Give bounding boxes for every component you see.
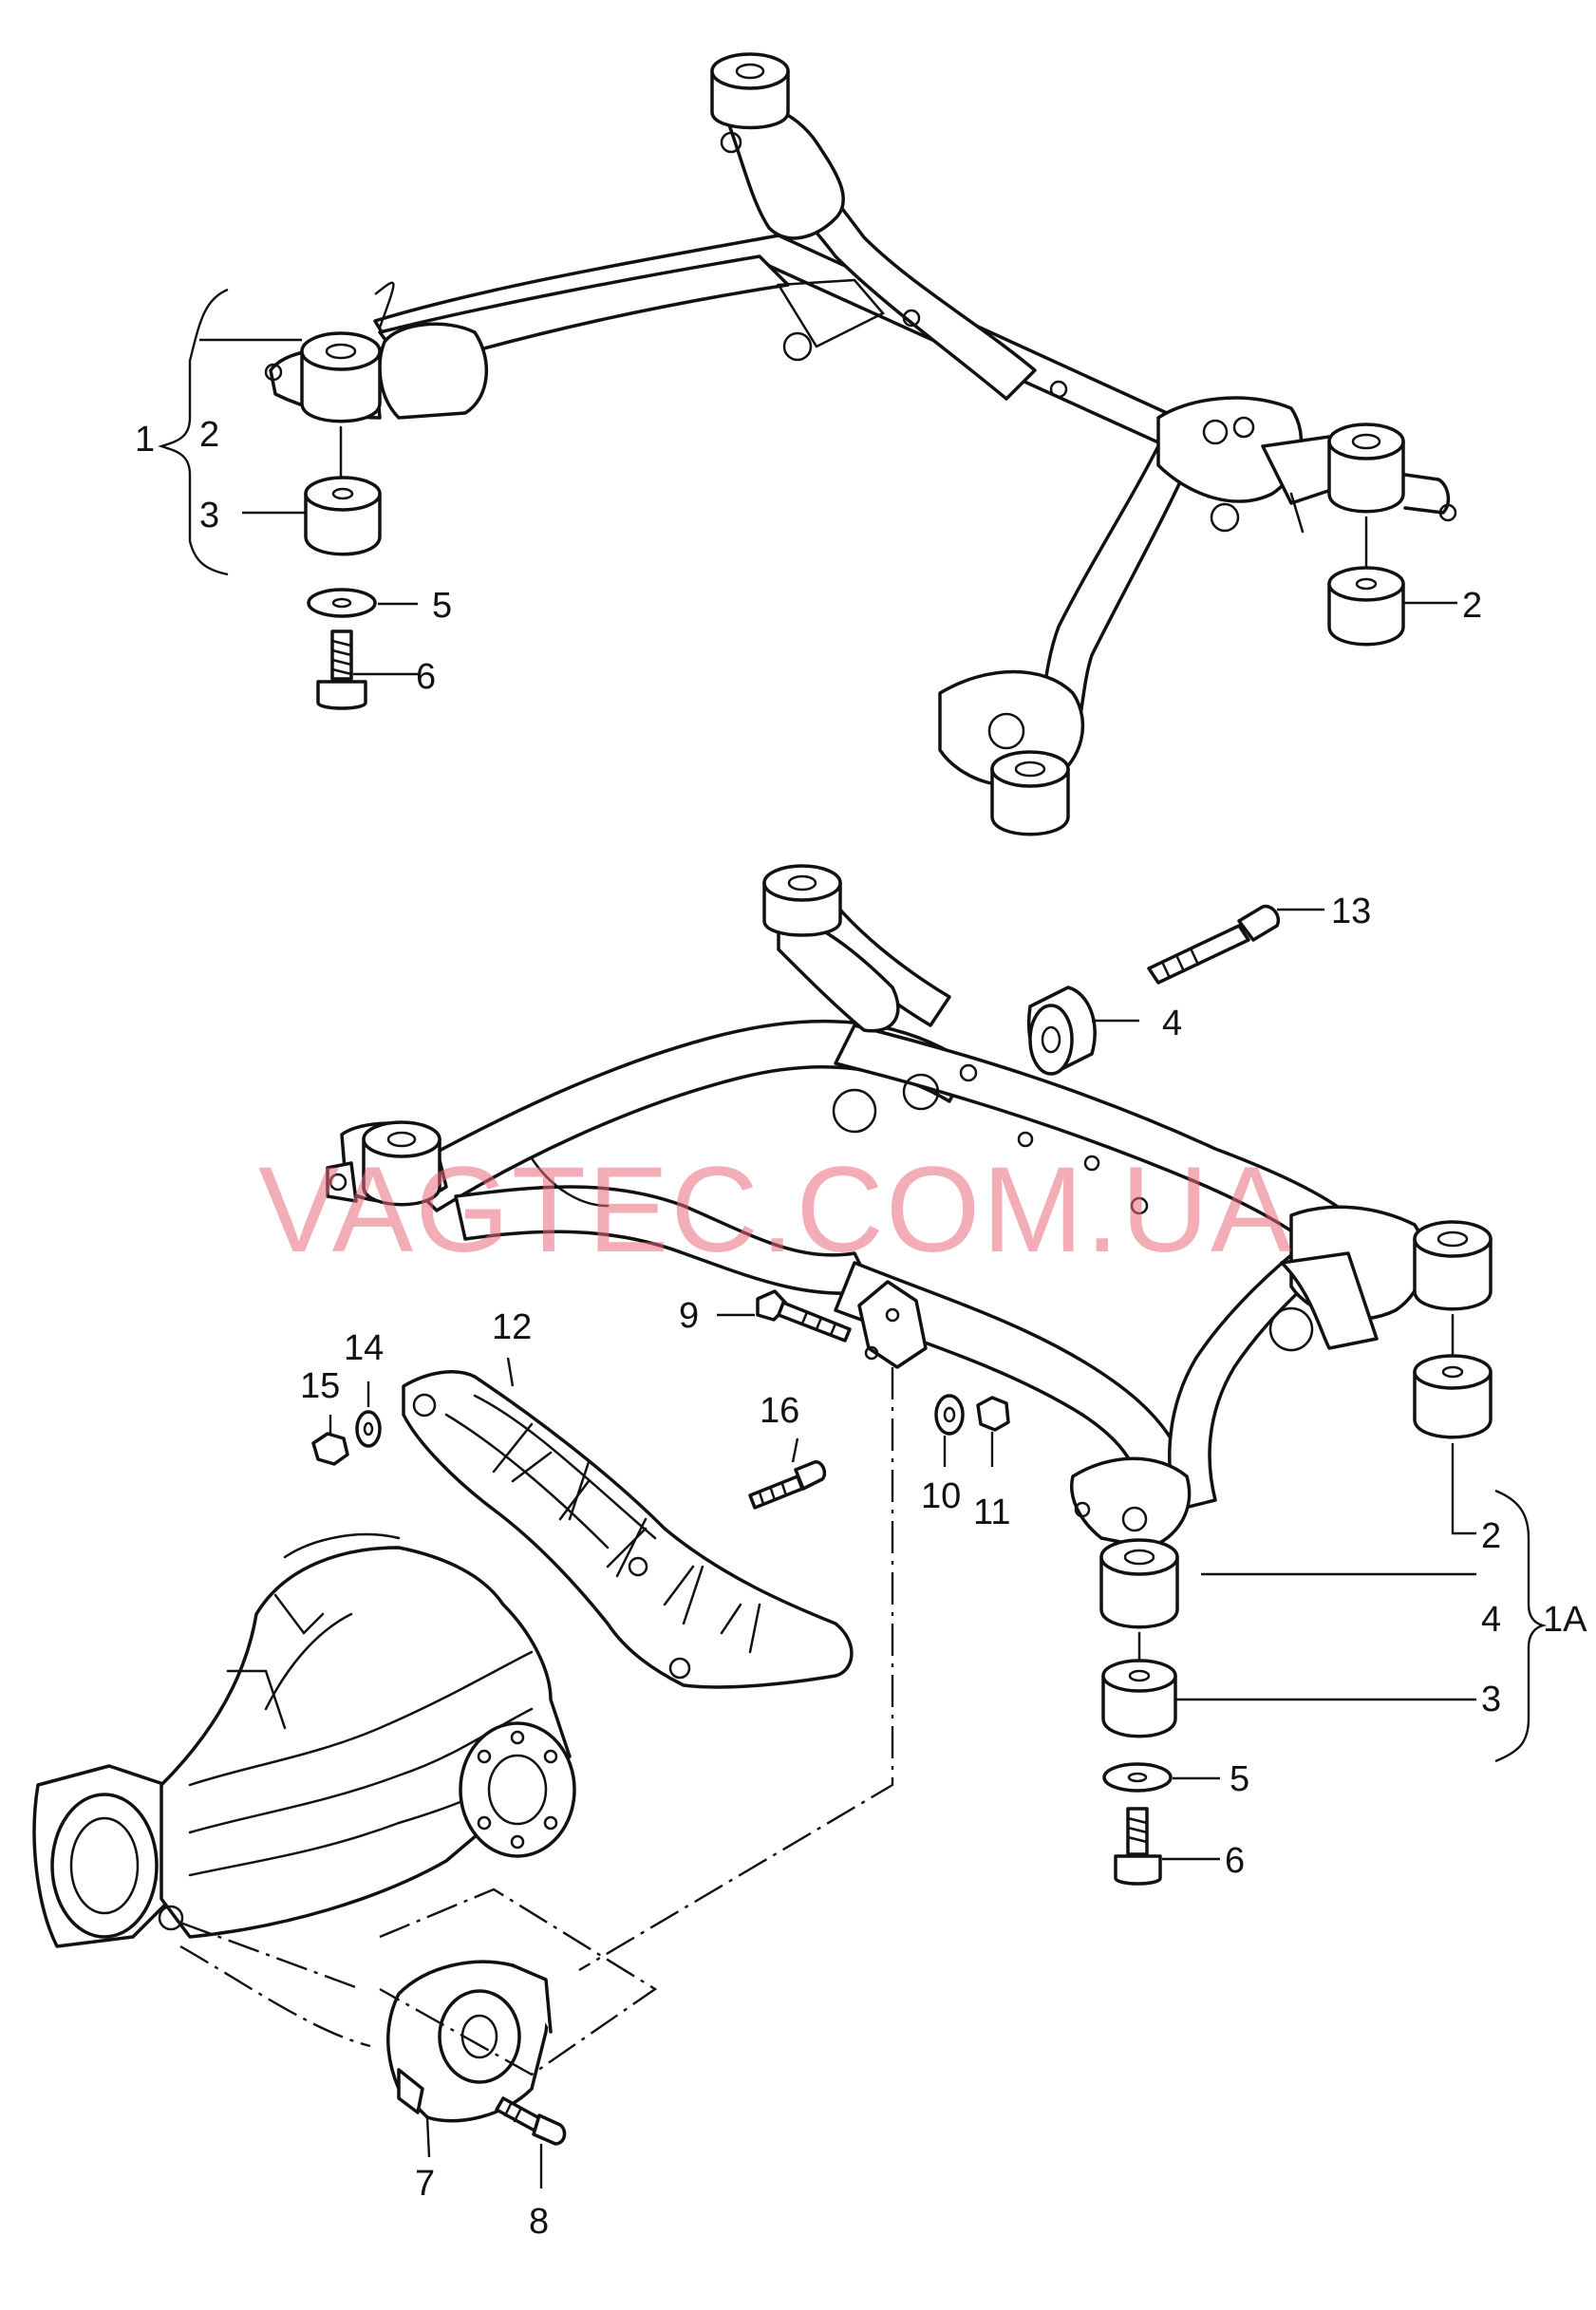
bolt-13 (1147, 904, 1280, 985)
callout-2-top-left: 2 (199, 415, 219, 455)
subframe-top (264, 100, 1350, 788)
callout-11: 11 (973, 1493, 1010, 1532)
bushing-top-right (1327, 423, 1457, 522)
callout-10: 10 (921, 1476, 961, 1516)
washer-5-bottom (1102, 1762, 1173, 1793)
bolt-6-top (316, 629, 367, 710)
bushing-top-back (710, 52, 790, 130)
mount-7 (386, 1960, 553, 2123)
callout-16: 16 (760, 1391, 799, 1431)
nut-11 (976, 1396, 1010, 1432)
bushing-top-front (990, 750, 1070, 836)
bracket-12 (402, 1370, 854, 1689)
leader-lines (158, 281, 1548, 2188)
bolt-16 (748, 1460, 827, 1510)
callout-7: 7 (415, 2164, 435, 2204)
callout-5-bottom: 5 (1230, 1759, 1249, 1799)
callout-3-top: 3 (199, 496, 219, 535)
callout-2-bottom: 2 (1481, 1516, 1501, 1556)
callout-6-bottom: 6 (1225, 1841, 1245, 1881)
bushing-bottom-right (1413, 1220, 1493, 1311)
assembly-lines (179, 1367, 894, 2076)
watermark-text: VAGTEC.COM.UA (258, 1142, 1293, 1278)
callout-labels: 1 2 3 5 6 2 13 4 9 12 14 15 16 10 11 2 4… (135, 415, 1587, 2242)
rubber-bushing-3-top (304, 425, 382, 556)
final-drive-housing (32, 1532, 576, 1948)
nut-15 (311, 1432, 349, 1466)
callout-4-assembly: 4 (1481, 1600, 1501, 1640)
callout-1: 1 (135, 420, 155, 460)
bushing-4 (1027, 986, 1097, 1076)
washer-10 (934, 1394, 965, 1436)
callout-4-bushing: 4 (1162, 1004, 1182, 1043)
bolt-9 (756, 1289, 852, 1343)
bushing-bottom-left (362, 1120, 441, 1207)
callout-1A: 1A (1543, 1600, 1587, 1640)
callout-3-bottom: 3 (1481, 1680, 1501, 1719)
callout-8: 8 (529, 2202, 549, 2242)
rubber-bushing-2-right-bottom (1413, 1313, 1493, 1439)
washer-14 (355, 1410, 382, 1448)
bolt-8 (495, 2096, 567, 2146)
rubber-bushing-3-bottom (1101, 1631, 1177, 1738)
callout-13: 13 (1331, 892, 1371, 931)
callout-12: 12 (492, 1307, 532, 1347)
bolt-6-bottom (1114, 1807, 1162, 1886)
callout-6-top: 6 (416, 657, 436, 697)
bushing-top-left (300, 331, 382, 423)
subframe-bottom (326, 891, 1427, 1549)
callout-2-top-right: 2 (1462, 586, 1482, 626)
callout-5-top: 5 (432, 586, 452, 626)
callout-9: 9 (679, 1296, 699, 1336)
callout-14: 14 (344, 1328, 384, 1368)
callout-15: 15 (300, 1366, 340, 1406)
rubber-bushing-2-right-top (1327, 516, 1405, 647)
bushing-bottom-back (762, 864, 842, 937)
bushing-bottom-front (1099, 1538, 1179, 1629)
washer-5-top (307, 588, 377, 618)
